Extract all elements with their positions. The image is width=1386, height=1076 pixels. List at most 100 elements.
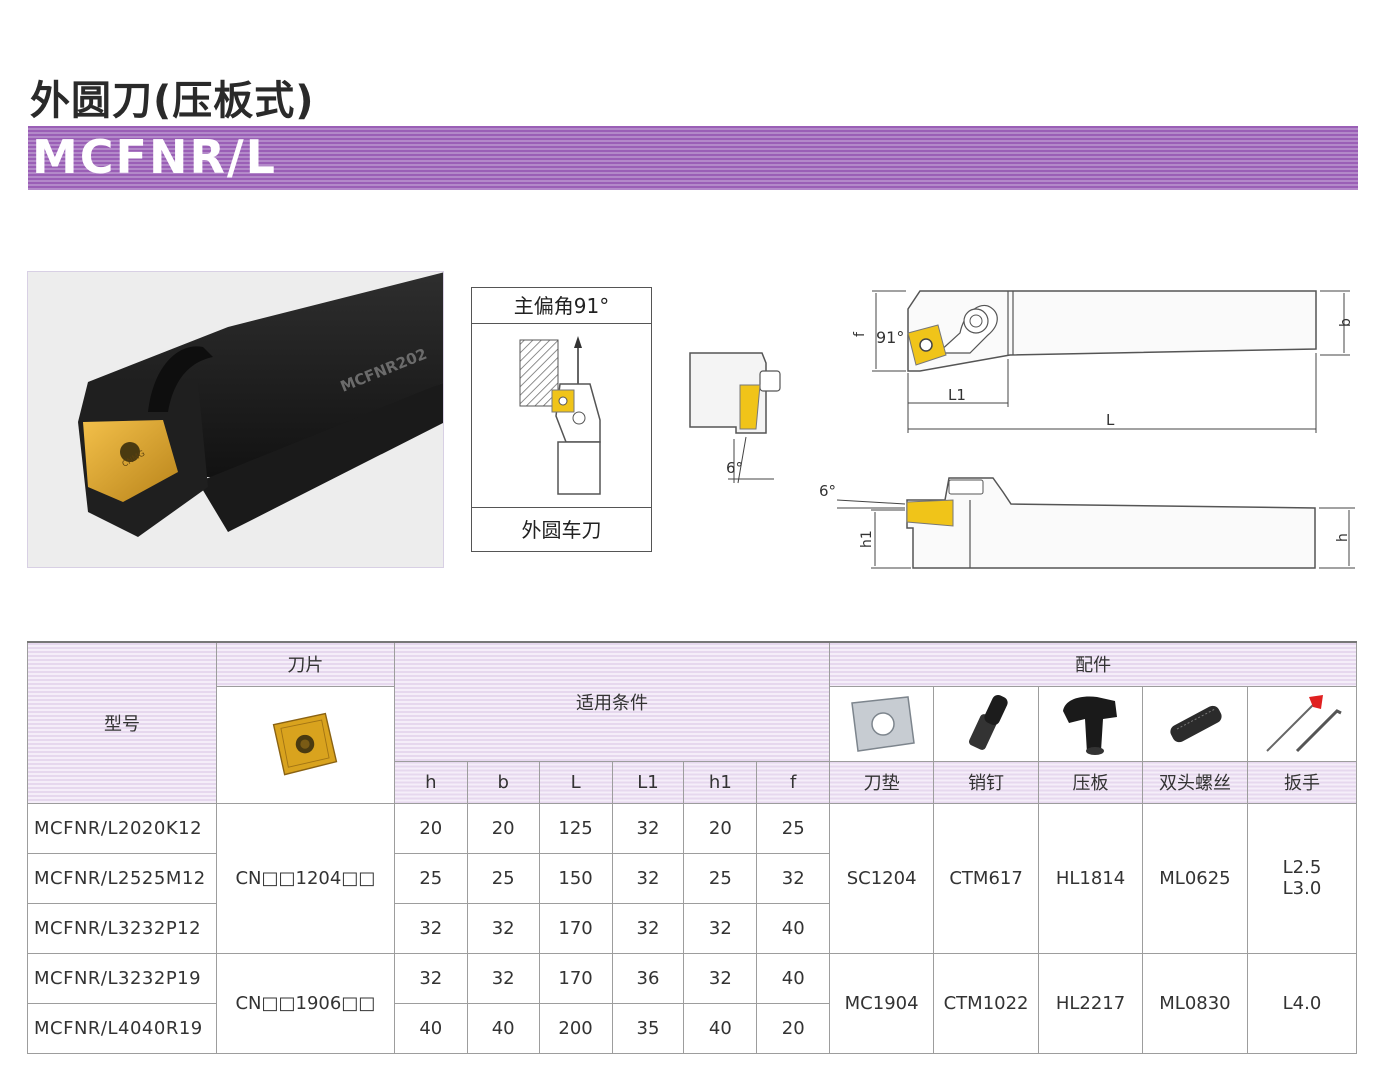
group1-wrench: L2.5 L3.0	[1246, 802, 1358, 954]
header-dim-h: h	[393, 760, 468, 804]
row-b: 32	[466, 952, 540, 1004]
screw-icon	[1170, 705, 1222, 742]
screw-image-cell	[1141, 685, 1248, 762]
row-h: 25	[393, 852, 468, 904]
tool-holder-illustration: CNMG MCFNR202	[28, 272, 443, 567]
group2-shim: MC1904	[829, 952, 935, 1054]
table-row: MCFNR/L3232P19 CN□□1906□□ 32 32 170 36 3…	[27, 952, 1358, 1054]
row-L1: 35	[611, 1002, 685, 1054]
header-wrench: 扳手	[1246, 760, 1358, 804]
cutting-angle-heading: 主偏角91°	[472, 288, 651, 324]
row-b: 32	[466, 902, 540, 954]
row-L: 170	[538, 952, 613, 1004]
pin-image-cell	[933, 685, 1040, 762]
clamp-image-cell	[1038, 685, 1143, 762]
header-model: 型号	[27, 641, 217, 804]
title-band	[28, 126, 1358, 190]
row-h: 32	[393, 902, 468, 954]
header-accessories: 配件	[829, 641, 1357, 687]
row-L1: 32	[611, 852, 685, 904]
row-f: 40	[756, 902, 831, 954]
row-L: 150	[538, 852, 613, 904]
row-f: 20	[756, 1002, 831, 1054]
dimension-h1-label: h1	[859, 530, 875, 548]
side-view-diagram: 6°	[689, 352, 781, 484]
header-conditions: 适用条件	[393, 641, 831, 762]
shim-icon	[850, 695, 915, 752]
group1-pin: CTM617	[933, 802, 1040, 954]
row-model: MCFNR/L3232P19	[27, 952, 217, 1004]
header-dim-L: L	[538, 760, 613, 804]
group2-pin: CTM1022	[933, 952, 1040, 1054]
header-dim-h1: h1	[683, 760, 758, 804]
insert-icon	[273, 712, 338, 775]
group2-clamp: HL2217	[1038, 952, 1143, 1054]
group1-screw: ML0625	[1141, 802, 1248, 954]
top-view-angle-label: 91°	[876, 328, 904, 347]
row-b: 25	[466, 852, 540, 904]
header-dim-f: f	[756, 760, 831, 804]
row-L: 125	[538, 802, 613, 854]
group1-shim: SC1204	[829, 802, 935, 954]
wrench-image-cell	[1246, 685, 1358, 762]
row-L: 170	[538, 902, 613, 954]
row-h1: 32	[683, 952, 758, 1004]
row-model: MCFNR/L4040R19	[27, 1002, 217, 1054]
row-h1: 40	[683, 1002, 758, 1054]
row-h1: 20	[683, 802, 758, 854]
table-row: MCFNR/L2525M12 25 25 150 32 25 32	[27, 852, 1357, 904]
group1-wrench-a: L2.5	[1282, 857, 1322, 878]
front-view-diagram: 6° h1 h	[819, 477, 1355, 569]
group1-wrench-b: L3.0	[1282, 878, 1322, 899]
group1-insert: CN□□1204□□	[215, 802, 395, 954]
wrench-icon	[1266, 694, 1342, 752]
spec-table: 型号 刀片 适用条件 配件	[27, 641, 1358, 1054]
table-row: MCFNR/L4040R19 40 40 200 35 40 20	[27, 1002, 1357, 1054]
dimension-L-label: L	[1106, 411, 1115, 429]
row-h: 32	[393, 952, 468, 1004]
dimension-f-label: f	[852, 331, 868, 337]
row-h1: 25	[683, 852, 758, 904]
model-series-title: MCFNR/L	[32, 130, 277, 184]
top-view-diagram: f 91° b L1 L	[852, 290, 1354, 433]
product-photo: CNMG MCFNR202	[27, 271, 444, 568]
row-b: 40	[466, 1002, 540, 1054]
dimension-h-label: h	[1335, 533, 1351, 542]
front-view-angle-label: 6°	[819, 482, 836, 500]
cutting-angle-footer: 外圆车刀	[472, 507, 651, 551]
row-L: 200	[538, 1002, 613, 1054]
row-f: 32	[756, 852, 831, 904]
header-insert: 刀片	[215, 641, 395, 687]
header-dim-b: b	[466, 760, 540, 804]
table-row: MCFNR/L3232P12 32 32 170 32 32 40	[27, 902, 1357, 954]
row-h1: 32	[683, 902, 758, 954]
page-title: 外圆刀(压板式)	[30, 78, 315, 124]
row-model: MCFNR/L3232P12	[27, 902, 217, 954]
shim-image-cell	[829, 685, 935, 762]
group1-clamp: HL1814	[1038, 802, 1143, 954]
group2-wrench: L4.0	[1246, 952, 1358, 1054]
header-clamp: 压板	[1038, 760, 1143, 804]
dimension-b-label: b	[1338, 318, 1354, 327]
side-view-angle-label: 6°	[726, 459, 743, 477]
row-f: 40	[756, 952, 831, 1004]
dimension-L1-label: L1	[948, 386, 966, 404]
group2-insert: CN□□1906□□	[215, 952, 395, 1054]
header-pin: 销钉	[933, 760, 1040, 804]
pin-icon	[969, 694, 1008, 750]
row-model: MCFNR/L2525M12	[27, 852, 217, 904]
clamp-icon	[1062, 696, 1117, 755]
row-L1: 36	[611, 952, 685, 1004]
row-b: 20	[466, 802, 540, 854]
row-model: MCFNR/L2020K12	[27, 802, 217, 854]
group2-screw: ML0830	[1141, 952, 1248, 1054]
cutting-angle-diagram	[519, 336, 601, 495]
row-h: 40	[393, 1002, 468, 1054]
insert-image-cell	[215, 685, 395, 804]
row-L1: 32	[611, 902, 685, 954]
header-dim-L1: L1	[611, 760, 685, 804]
header-shim: 刀垫	[829, 760, 935, 804]
row-L1: 32	[611, 802, 685, 854]
header-screw: 双头螺丝	[1141, 760, 1248, 804]
row-f: 25	[756, 802, 831, 854]
